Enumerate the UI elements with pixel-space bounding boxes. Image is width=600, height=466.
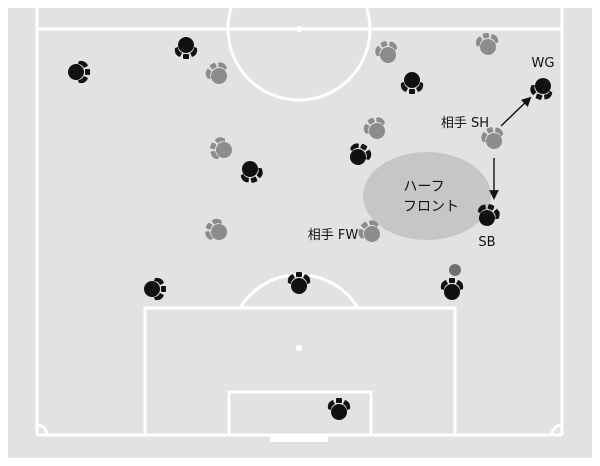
center-spot	[296, 26, 302, 32]
label-sb: SB	[478, 235, 495, 250]
goal	[270, 435, 328, 442]
ball	[449, 264, 461, 276]
corner-arc-right	[550, 423, 563, 436]
field-surface	[8, 8, 592, 458]
zone-label-line2: フロント	[403, 199, 459, 215]
label-opp-sh: 相手 SH	[441, 116, 489, 131]
center-circle	[226, 0, 372, 102]
arrow-sh-to-wg	[500, 96, 532, 127]
corner-arc-left	[36, 423, 49, 436]
penalty-spot	[296, 345, 302, 351]
zone-label-line1: ハーフ	[403, 179, 444, 195]
label-opp-fw: 相手 FW	[308, 228, 359, 243]
half-front-zone	[363, 152, 491, 240]
label-wg: WG	[532, 56, 555, 71]
